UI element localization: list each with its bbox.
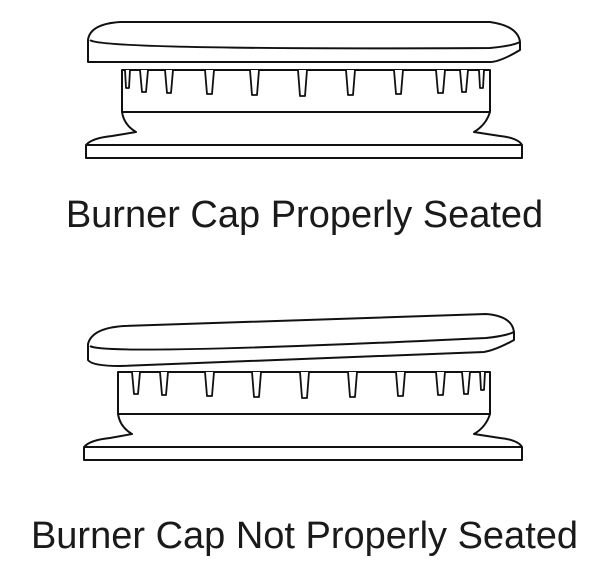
burner-assembly-drawing-tilted xyxy=(83,313,523,461)
burner-ports xyxy=(124,69,485,97)
properly-seated-illustration xyxy=(0,0,609,180)
burner-assembly-drawing xyxy=(85,21,523,159)
burner-cap xyxy=(87,21,521,63)
not-properly-seated-illustration xyxy=(0,300,609,480)
caption-properly-seated: Burner Cap Properly Seated xyxy=(65,194,544,236)
burner-base xyxy=(83,371,523,461)
caption-not-properly-seated: Burner Cap Not Properly Seated xyxy=(30,515,579,557)
burner-cap-tilted xyxy=(87,313,515,367)
burner-base xyxy=(85,69,523,159)
burner-ports xyxy=(131,371,486,399)
